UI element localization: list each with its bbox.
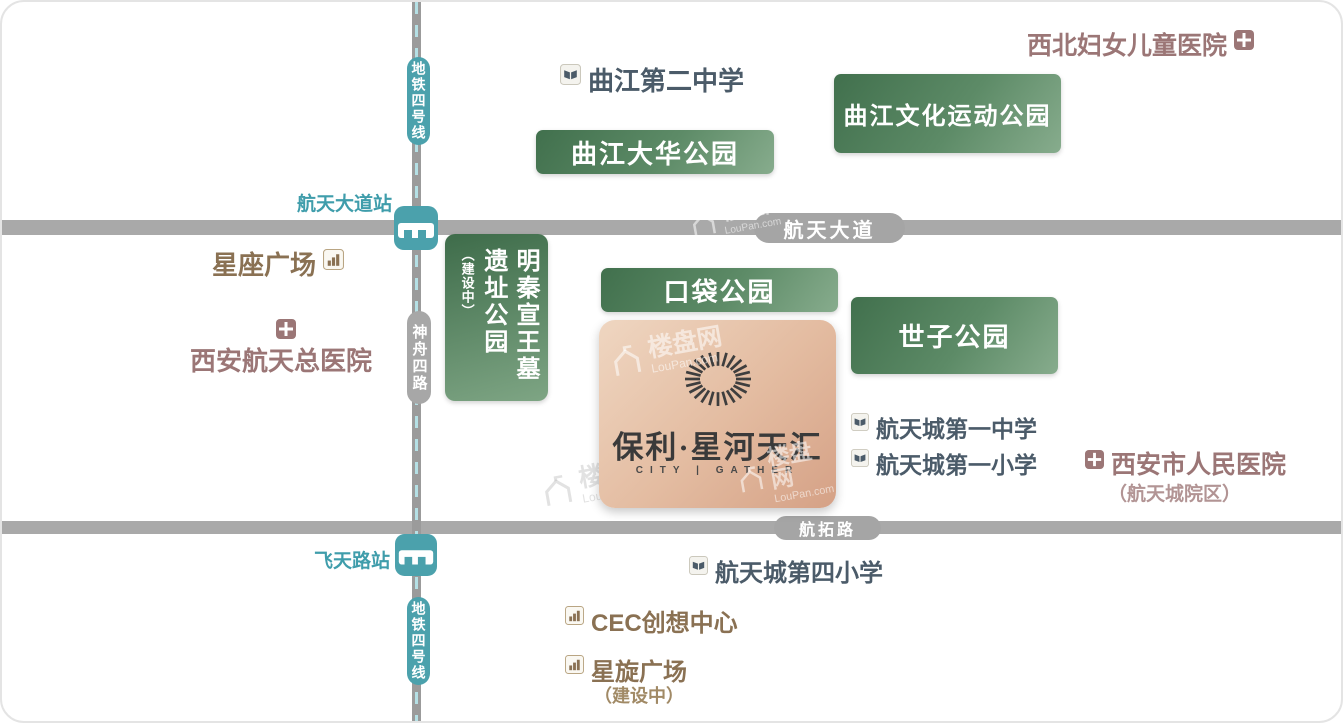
park-label-text: 曲江文化运动公园 bbox=[843, 103, 1052, 130]
watermark-house-icon bbox=[614, 344, 642, 376]
school-icon bbox=[560, 64, 581, 85]
landmark-qujiang-no2-middle-school: 曲江第二中学 bbox=[560, 61, 744, 98]
landmark-xa-peoples-hospital-branch: （航天城院区） bbox=[1108, 484, 1242, 505]
park-label-text: 明秦宣王墓 bbox=[512, 248, 539, 383]
school-icon bbox=[851, 413, 869, 431]
landmark-label: CEC创想中心 bbox=[591, 610, 738, 637]
park-label-text: 口袋公园 bbox=[663, 276, 776, 307]
landmark-label: 星座广场 bbox=[212, 250, 317, 280]
sunburst-logo-icon bbox=[685, 352, 751, 406]
road-label-hangtuo-road: 航拓路 bbox=[774, 516, 881, 540]
park-shizi: 世子公园 bbox=[851, 297, 1058, 374]
landmark-label: 西北妇女儿童医院 bbox=[1027, 32, 1228, 60]
landmark-label: 航天城第一小学 bbox=[876, 452, 1037, 478]
hospital-cross-icon bbox=[1085, 450, 1104, 469]
shenzhou-road-label: 神舟四路 bbox=[407, 311, 431, 404]
metro-station-icon bbox=[395, 534, 437, 576]
landmark-xingxuan-plaza: 星旋广场 bbox=[565, 652, 687, 687]
park-mingqin-relic: 明秦宣王墓 遗址公园 （建设中） bbox=[445, 234, 548, 401]
landmark-label: 航天城第一中学 bbox=[876, 416, 1037, 442]
park-label-text: 世子公园 bbox=[898, 322, 1011, 352]
metro-line-4-label-top: 地铁四号线 bbox=[407, 57, 430, 145]
school-icon bbox=[851, 449, 869, 467]
landmark-xa-aerospace-general-hospital: 西安航天总医院 bbox=[190, 346, 373, 376]
landmark-label: 星旋广场 bbox=[591, 659, 687, 686]
metro-line-4-label-bottom: 地铁四号线 bbox=[407, 597, 430, 685]
landmark-nw-women-children-hospital: 西北妇女儿童医院 bbox=[1027, 26, 1255, 62]
road-label-text: 航拓路 bbox=[798, 522, 856, 539]
watermark-en-text: LouPan.com bbox=[773, 481, 836, 505]
park-qujiang-dahua: 曲江大华公园 bbox=[536, 130, 774, 174]
landmark-htc-no4-primary-school: 航天城第四小学 bbox=[689, 553, 883, 588]
landmark-label: 曲江第二中学 bbox=[588, 66, 745, 96]
park-pocket: 口袋公园 bbox=[601, 268, 838, 312]
hangtian-avenue-road bbox=[2, 220, 1341, 235]
landmark-label: 西安市人民医院 bbox=[1111, 451, 1287, 479]
project-name: 保利·星河天汇 bbox=[612, 430, 823, 465]
building-icon bbox=[565, 606, 584, 625]
hospital-cross-icon bbox=[276, 319, 296, 339]
watermark-house-icon bbox=[545, 474, 573, 506]
park-qujiang-culture-sports: 曲江文化运动公园 bbox=[834, 74, 1061, 153]
landmark-xingxuan-plaza-status: （建设中） bbox=[594, 686, 684, 706]
building-icon bbox=[565, 655, 584, 674]
school-icon bbox=[689, 556, 708, 575]
landmark-htc-no1-primary-school: 航天城第一小学 bbox=[851, 446, 1037, 480]
metro-line-label-text: 地铁四号线 bbox=[410, 601, 427, 681]
landmark-xa-peoples-hospital: 西安市人民医院 bbox=[1085, 445, 1286, 481]
park-status-text: （建设中） bbox=[459, 248, 475, 318]
station-label-hangtian-avenue: 航天大道站 bbox=[296, 194, 392, 215]
building-icon bbox=[323, 249, 345, 270]
project-card: 保利·星河天汇 CITY | GATHER 楼盘网 LouPan.com 楼盘网… bbox=[599, 320, 836, 508]
landmark-cec-center: CEC创想中心 bbox=[565, 603, 738, 638]
landmark-label: 航天城第四小学 bbox=[715, 560, 883, 587]
metro-station-icon bbox=[394, 206, 438, 250]
hospital-cross-icon bbox=[1234, 30, 1255, 50]
road-label-text: 航天大道 bbox=[783, 219, 876, 242]
road-label-hangtian-avenue: 航天大道 bbox=[754, 213, 905, 243]
project-subtitle: CITY | GATHER bbox=[635, 465, 800, 476]
park-label-text: 遗址公园 bbox=[479, 248, 507, 356]
road-label-text: 神舟四路 bbox=[410, 323, 428, 392]
metro-line-label-text: 地铁四号线 bbox=[410, 61, 427, 141]
hangtuo-road bbox=[2, 521, 1341, 534]
landmark-htc-no1-middle-school: 航天城第一中学 bbox=[851, 410, 1037, 444]
park-label-text: 曲江大华公园 bbox=[570, 138, 739, 169]
landmark-xingzuo-plaza: 星座广场 bbox=[212, 245, 345, 282]
station-label-feitian-road: 飞天路站 bbox=[313, 551, 390, 572]
